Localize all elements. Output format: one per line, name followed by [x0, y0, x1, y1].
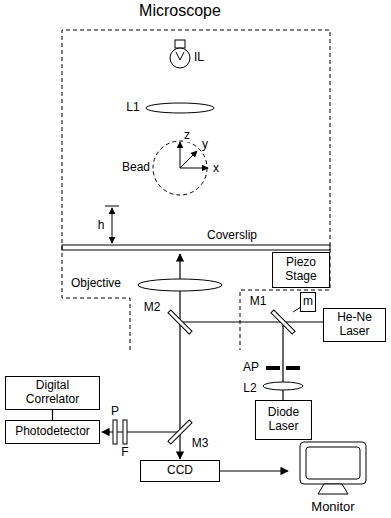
- motor-box: m: [300, 292, 316, 312]
- condenser-lens: [146, 103, 214, 113]
- dashed-border: [62, 30, 330, 350]
- monitor-screen: [306, 447, 360, 479]
- monitor-outline: [288, 440, 378, 498]
- stage-box: Piezo Stage: [272, 252, 330, 288]
- beam: [180, 321, 323, 322]
- lamp-label: IL: [193, 51, 205, 64]
- filter: [123, 420, 127, 444]
- focusing-lens: [263, 382, 303, 390]
- mirror-label: M1: [249, 295, 268, 308]
- mirror: [271, 310, 295, 334]
- mirror: [168, 310, 192, 334]
- connector: [52, 410, 53, 420]
- camera-box: CCD: [140, 460, 220, 482]
- box-label: Diode Laser: [259, 406, 308, 434]
- detector-box: Photodetector: [5, 420, 100, 444]
- polarizer-label: P: [110, 405, 120, 418]
- heading: Monitor: [288, 499, 378, 514]
- lamp-filament: [176, 52, 184, 60]
- box-label: Photodetector: [15, 425, 90, 439]
- polarizer: [113, 420, 117, 444]
- monitor-display: Monitor: [288, 440, 378, 514]
- correlator-box: Digital Correlator: [5, 376, 100, 410]
- heading: Microscope: [60, 2, 300, 20]
- lens-label: L2: [242, 382, 257, 395]
- coverslip-label: Coverslip: [206, 229, 258, 242]
- coverslip-plate: [62, 245, 330, 250]
- bead-circle: [153, 141, 207, 195]
- lens-label: L1: [125, 101, 140, 114]
- height-tick: [105, 206, 119, 207]
- height-label: h: [97, 219, 106, 232]
- connector: [220, 470, 288, 471]
- mirror-label: M3: [191, 437, 210, 450]
- axis-label: x: [212, 162, 220, 175]
- aperture: [266, 366, 280, 370]
- lamp-bulb: [170, 48, 190, 68]
- laser-box: He-Ne Laser: [323, 308, 386, 342]
- x-axis: [180, 168, 208, 169]
- axis-label: y: [201, 138, 209, 151]
- objective-lens: [138, 279, 222, 291]
- laser-box: Diode Laser: [255, 400, 312, 440]
- mirror-label: M2: [143, 301, 162, 314]
- lamp-base: [175, 40, 185, 48]
- y-axis: [180, 151, 197, 168]
- box-label: Digital Correlator: [9, 379, 96, 407]
- monitor-stand: [318, 484, 348, 494]
- aperture: [286, 366, 300, 370]
- aperture-label: AP: [242, 361, 260, 374]
- box-label: He-Ne Laser: [327, 311, 382, 339]
- box-label: Piezo Stage: [276, 256, 326, 284]
- z-axis: [180, 142, 181, 168]
- objective-label: Objective: [70, 277, 122, 290]
- beam: [179, 432, 180, 459]
- height-arrow: [112, 208, 113, 243]
- axis-label: z: [183, 129, 191, 142]
- monitor-case: [300, 442, 366, 484]
- bead-label: Bead: [121, 161, 151, 174]
- mirror: [168, 420, 192, 444]
- filter-label: F: [120, 446, 129, 459]
- box-label: m: [303, 295, 313, 309]
- box-label: CCD: [167, 464, 193, 478]
